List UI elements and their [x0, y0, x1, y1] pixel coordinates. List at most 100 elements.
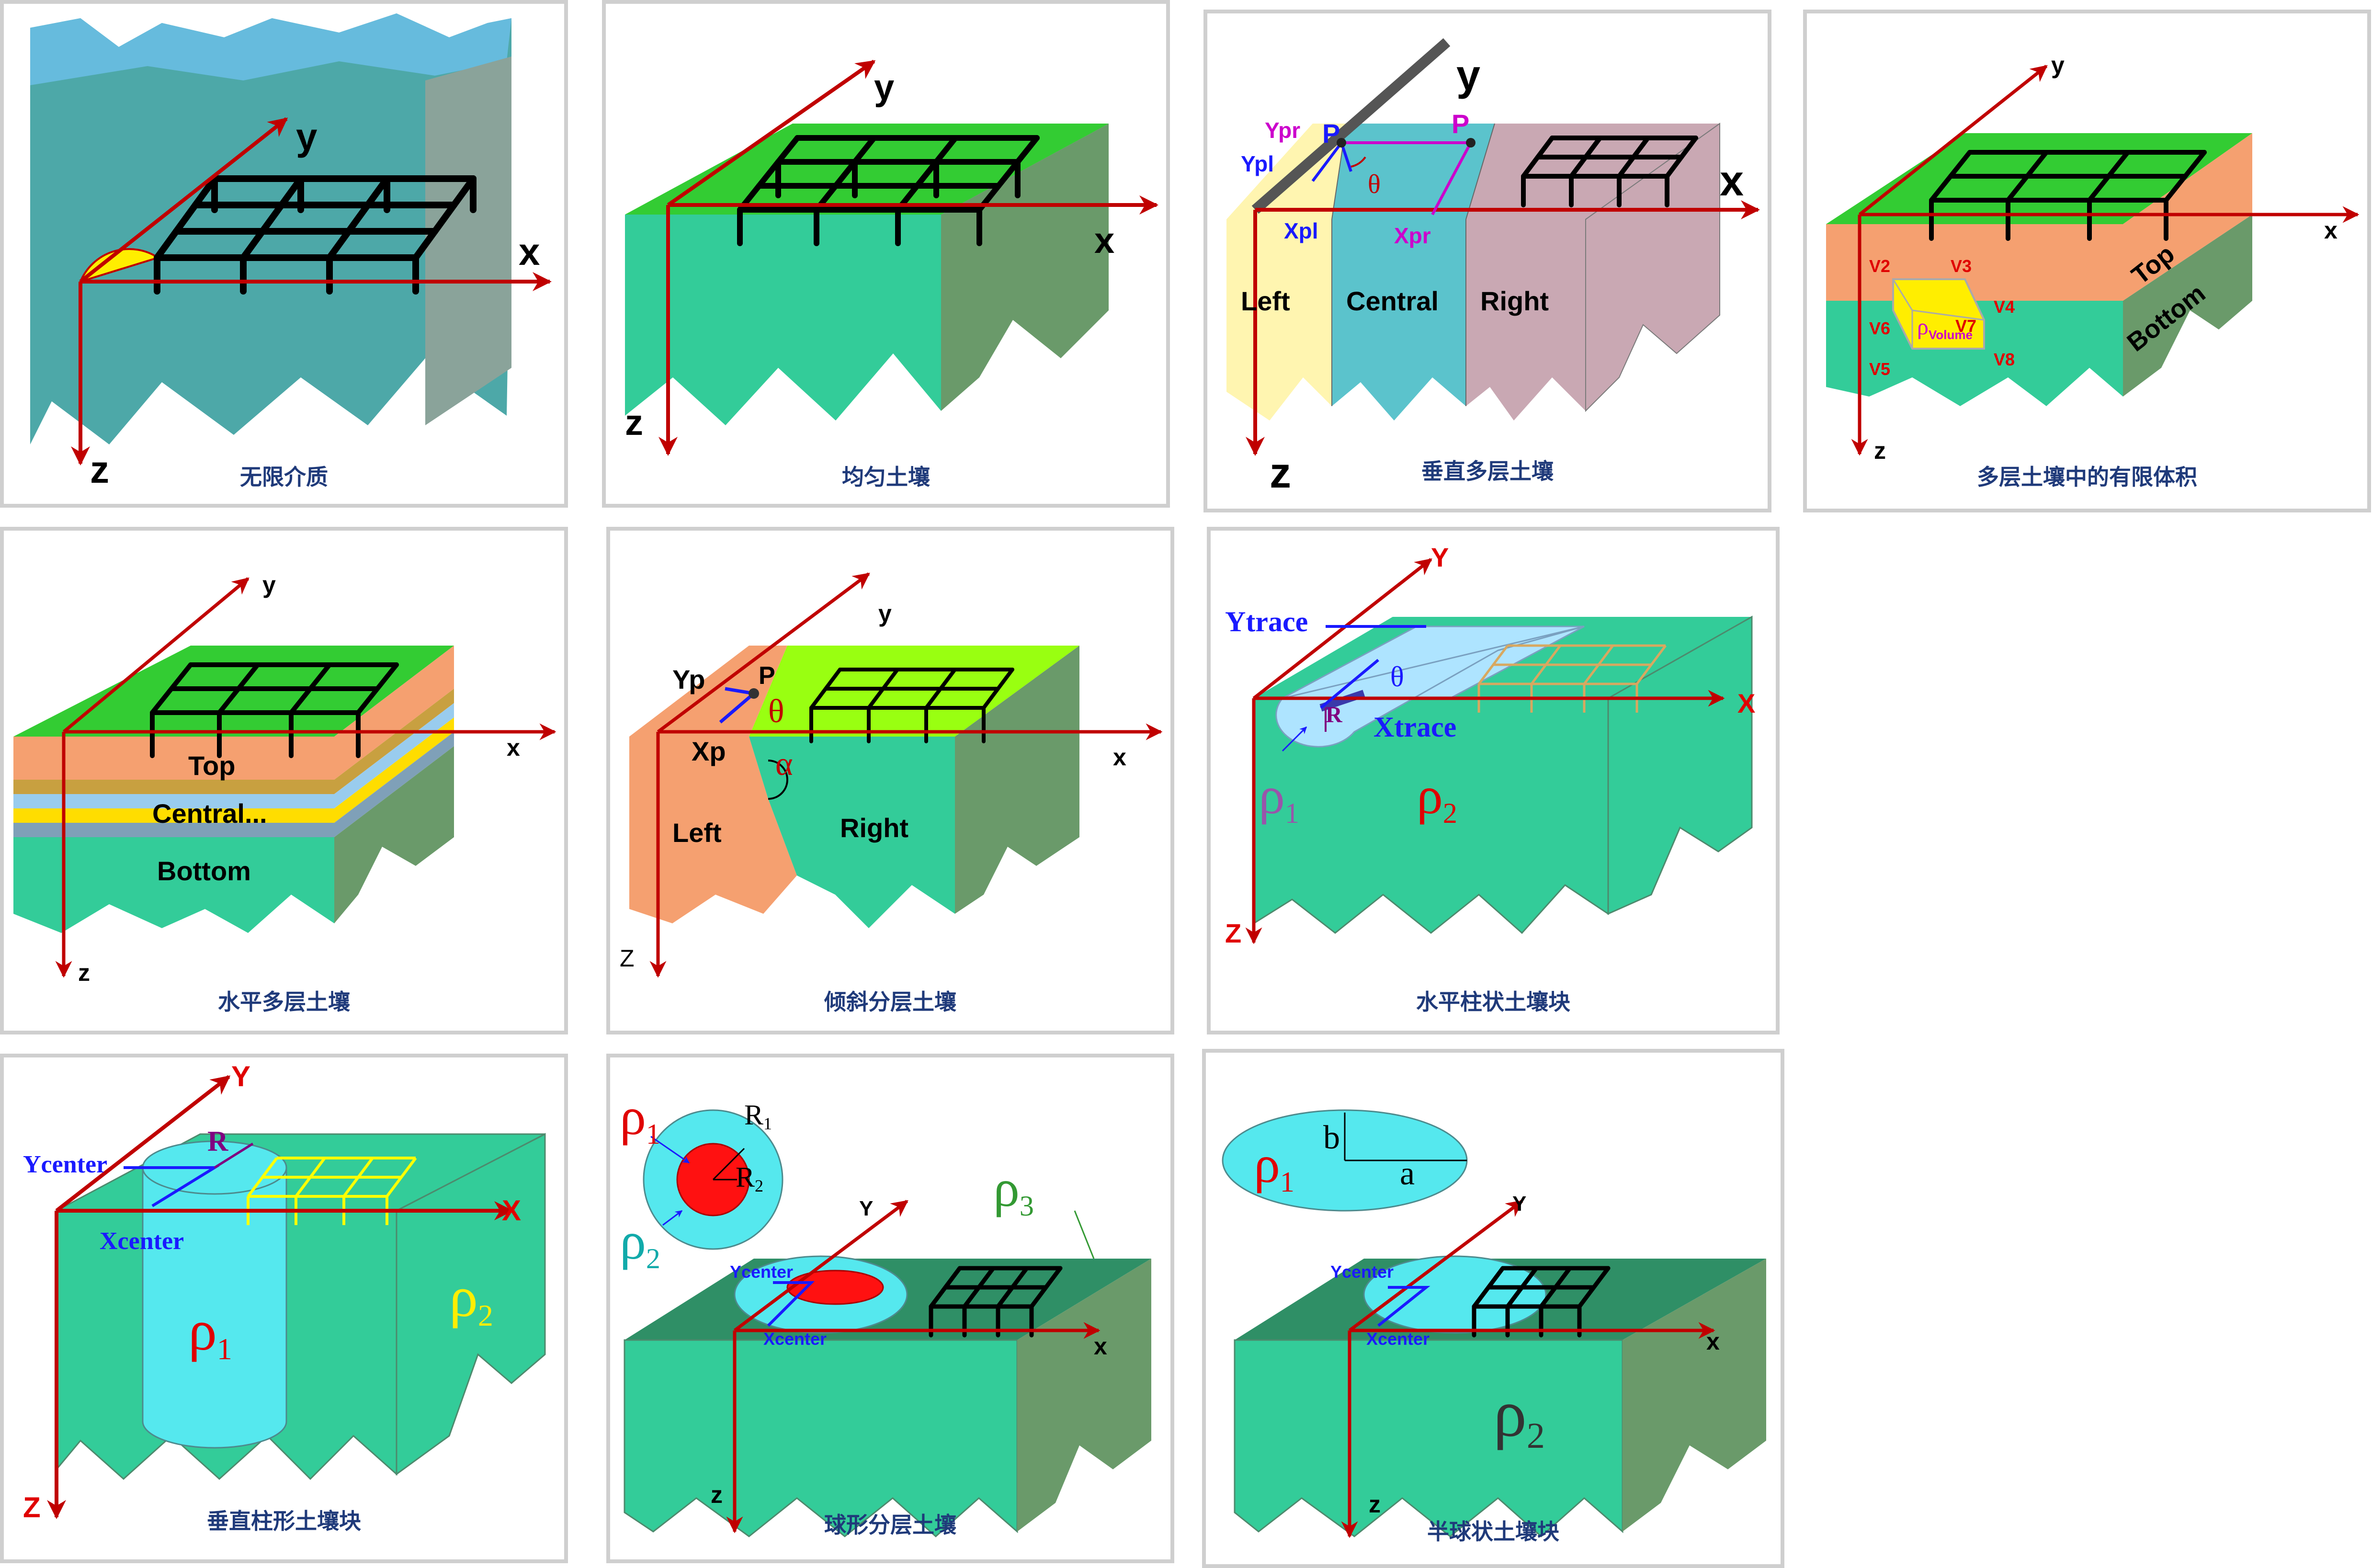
xtrace-label: Xtrace — [1373, 711, 1456, 743]
rho1-label: ρ1 — [188, 1298, 232, 1366]
panel-finite-volume: x y z Top Bottom V2 V3 V4 V5 V6 V7 V8 ρV… — [1803, 10, 2371, 512]
trace-axes — [1320, 625, 1426, 709]
diagram-vertical-cylinder: X Y Z Ycenter Xcenter R ρ1 ρ2 — [23, 1060, 546, 1523]
y-label: Y — [1431, 542, 1449, 572]
diagram-finite-volume: x y z Top Bottom V2 V3 V4 V5 V6 V7 V8 ρV… — [1826, 52, 2360, 464]
a-label: a — [1400, 1155, 1415, 1192]
side-top — [334, 646, 454, 780]
p2-label: P — [1452, 109, 1469, 139]
z-label: z — [711, 1481, 723, 1508]
y-axis — [667, 59, 876, 207]
right-top — [1466, 124, 1720, 219]
z-label: z — [90, 448, 109, 491]
panel-horizontal-multilayer: x y z Top Central... Bottom 水平多层土壤 — [0, 527, 568, 1034]
diagram-vertical-multilayer: x y z P P Ypr Ypl Xpl Xpr θ Left Central… — [1226, 38, 1760, 497]
xpl-label: Xpl — [1284, 218, 1318, 243]
p-label: P — [759, 662, 775, 690]
rho1-label: ρ1 — [1259, 766, 1299, 829]
side-l4 — [334, 717, 454, 823]
grid-electrode — [929, 1266, 1063, 1338]
x-label: x — [1706, 1328, 1720, 1355]
r1-label: R1 — [744, 1099, 772, 1133]
left-top — [1226, 124, 1346, 219]
theta-label: θ — [768, 693, 784, 730]
rho1-label: ρ1 — [620, 1087, 660, 1150]
y-label: y — [878, 600, 892, 627]
caption: 多层土壤中的有限体积 — [1977, 464, 2197, 490]
x-label: X — [502, 1194, 521, 1227]
rho3-label: ρ3 — [993, 1159, 1034, 1222]
y-axis — [79, 117, 288, 284]
point-p — [1337, 138, 1346, 148]
diagram-spherical-layer: x Y z Ycenter Xcenter R1 R2 ρ1 ρ2 ρ3 — [620, 1087, 1151, 1538]
right-label: Right — [1480, 286, 1549, 316]
z-label: z — [1369, 1491, 1381, 1518]
y-label: y — [296, 115, 318, 158]
caption: 半球状土壤块 — [1427, 1519, 1559, 1545]
panel-hemispherical-block: x Y z Ycenter Xcenter a b ρ1 ρ2 半球状土壤块 — [1202, 1049, 1784, 1568]
side-face — [1017, 1259, 1151, 1532]
p-local-axis — [1311, 142, 1343, 182]
panel-vertical-cylinder: X Y Z Ycenter Xcenter R ρ1 ρ2 垂直柱形土壤块 — [0, 1054, 568, 1563]
y-label: y — [1456, 52, 1480, 100]
caption: 均匀土壤 — [842, 464, 930, 490]
x-label: x — [1094, 220, 1114, 261]
grid-electrode — [1521, 136, 1698, 207]
x-label: x — [1094, 1333, 1107, 1360]
caption: 垂直柱形土壤块 — [207, 1508, 361, 1534]
angle-sector — [79, 248, 160, 284]
bottom-layer-front — [1826, 301, 2123, 406]
medium-top — [30, 13, 511, 85]
rho1-pointer — [1282, 726, 1307, 752]
medium-side — [425, 57, 511, 425]
caption: 水平柱状土壤块 — [1416, 989, 1570, 1015]
theta-label: θ — [1390, 661, 1404, 693]
electrode-rod — [1319, 690, 1365, 712]
layer-2 — [13, 780, 334, 794]
rho1-pointer — [650, 1136, 690, 1164]
y-axis — [55, 1075, 231, 1213]
center-axes — [1377, 1286, 1430, 1327]
side-l2 — [334, 689, 454, 794]
diagram-infinite-medium: x y z — [30, 13, 552, 491]
v6-label: V6 — [1869, 318, 1890, 338]
v3-label: V3 — [1951, 256, 1972, 276]
diagram-homogeneous-soil: x y z — [625, 59, 1158, 456]
theta-arc — [1351, 156, 1366, 168]
y-axis — [1858, 65, 2048, 216]
inset-radii — [712, 1148, 745, 1181]
x-label: x — [1720, 157, 1744, 205]
panel-vertical-multilayer: x y z P P Ypr Ypl Xpl Xpr θ Left Central… — [1203, 10, 1771, 512]
center-axes — [767, 1281, 815, 1327]
layer-4 — [13, 808, 334, 823]
central-top — [1332, 124, 1495, 219]
panel-infinite-medium: x y z 无限介质 — [0, 0, 568, 508]
diagram-inclined-layer: x y Z Yp Xp P θ α Left Right — [620, 572, 1163, 978]
xcenter-label: Xcenter — [763, 1329, 827, 1349]
xp-axis — [719, 692, 755, 724]
ycenter-label: Ycenter — [1330, 1262, 1394, 1282]
right-front — [1466, 219, 1586, 420]
x-label: x — [1113, 744, 1126, 771]
caption: 垂直多层土壤 — [1421, 458, 1554, 484]
x-label: x — [507, 734, 520, 761]
z-label: Z — [620, 945, 635, 972]
rho-label: ρVolume — [1917, 314, 1973, 342]
inset-axes — [1344, 1113, 1467, 1161]
r-label: R — [1326, 702, 1343, 727]
v4-label: V4 — [1994, 297, 2015, 317]
soil-top-face — [625, 124, 1109, 215]
front-face — [624, 1339, 1018, 1538]
diagram-hemispherical-block: x Y z Ycenter Xcenter a b ρ1 ρ2 — [1222, 1109, 1766, 1538]
side-l3 — [334, 703, 454, 808]
panel-inclined-layer: x y Z Yp Xp P θ α Left Right 倾斜分层土壤 — [606, 527, 1174, 1034]
alpha-arc — [768, 760, 788, 800]
x-label: X — [1737, 688, 1755, 718]
diagram-horizontal-cylinder: X Y Z Ytrace Xtrace R θ ρ1 ρ2 — [1225, 542, 1755, 948]
p-label: P — [1322, 118, 1340, 148]
v2-label: V2 — [1869, 256, 1890, 276]
y-label: y — [262, 571, 276, 598]
point-p2 — [1466, 138, 1475, 148]
z-label: z — [1270, 449, 1291, 497]
grid-electrode — [154, 175, 477, 295]
